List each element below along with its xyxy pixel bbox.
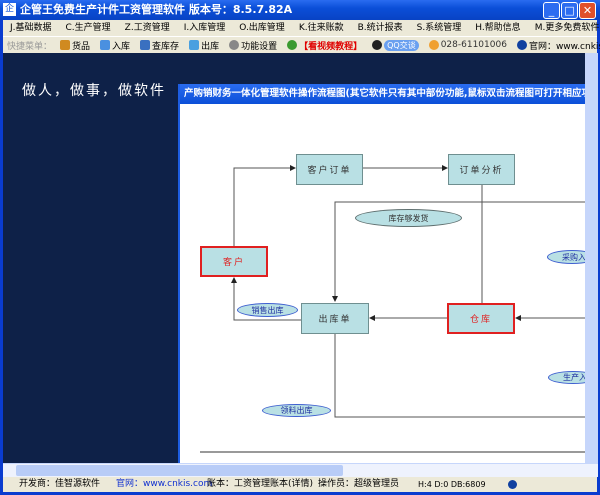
goods-label: 货品 xyxy=(72,41,91,52)
minimize-button[interactable]: _ xyxy=(543,2,560,19)
check-stock-button[interactable]: 查库存 xyxy=(136,39,183,52)
goods-icon xyxy=(60,40,71,50)
menu-bar: J.基础数据 C.生产管理 Z.工资管理 I.入库管理 O.出库管理 K.往来账… xyxy=(3,20,600,36)
chart-icon xyxy=(140,40,151,50)
flowchart-window: 产购销财务一体化管理软件操作流程图(其它软件只有其中部份功能,鼠标双击流程图可打… xyxy=(178,84,587,463)
stock-in-label: 入库 xyxy=(112,41,131,52)
menu-stock-out[interactable]: O.出库管理 xyxy=(239,23,285,33)
customer-order-box[interactable]: 客户订单 xyxy=(296,154,363,185)
menu-production[interactable]: C.生产管理 xyxy=(65,23,111,33)
scroll-thumb[interactable] xyxy=(16,465,343,476)
menu-system[interactable]: S.系统管理 xyxy=(416,23,462,33)
status-bar: 开发商：佳智源软件 官网：www.cnkis.com 账本：工资管理账本(详情)… xyxy=(3,477,597,492)
toolbar: 快捷菜单： 货品 入库 查库存 出库 功能设置 【看视频教程】 QQ交谈 028… xyxy=(3,36,600,53)
globe-icon xyxy=(508,480,517,489)
settings-button[interactable]: 功能设置 xyxy=(225,39,281,52)
check-stock-label: 查库存 xyxy=(152,41,180,52)
window-title: 企管王免费生产计件工资管理软件 版本号：8.5.7.82A xyxy=(20,3,293,16)
menu-help[interactable]: H.帮助信息 xyxy=(475,23,521,33)
menu-stock-in[interactable]: I.入库管理 xyxy=(183,23,226,33)
vertical-scrollbar[interactable] xyxy=(585,53,598,463)
stock-ship-label: 库存够发货 xyxy=(355,209,462,227)
phone-link[interactable]: 028-61101006 xyxy=(425,40,511,50)
stock-in-button[interactable]: 入库 xyxy=(96,39,134,52)
settings-icon xyxy=(229,40,240,50)
slogan: 做人，做事，做软件 xyxy=(22,83,166,99)
arrow-down-icon xyxy=(100,40,111,50)
video-tutorial-label: 【看视频教程】 xyxy=(299,41,363,52)
app-icon: 企 xyxy=(3,3,16,16)
developer-text: 开发商：佳智源软件 xyxy=(19,479,101,489)
website-label: 官网：www.cnkis.com xyxy=(528,41,600,52)
arrow-up-icon xyxy=(189,40,200,50)
maximize-button[interactable]: □ xyxy=(561,2,578,19)
menu-basic-data[interactable]: J.基础数据 xyxy=(10,23,52,33)
order-analysis-box[interactable]: 订单分析 xyxy=(448,154,515,185)
customer-box[interactable]: 客户 xyxy=(200,246,268,277)
qq-chat-button[interactable]: QQ交谈 xyxy=(368,39,423,51)
sales-out-label: 销售出库 xyxy=(237,303,298,317)
phone-label: 028-61101006 xyxy=(440,40,507,50)
material-out-label: 领料出库 xyxy=(262,404,331,417)
qq-chat-label: QQ交谈 xyxy=(384,39,419,51)
menu-accounts[interactable]: K.往来账款 xyxy=(298,23,344,33)
phone-icon xyxy=(428,40,439,50)
menu-more-software[interactable]: M.更多免费软件 xyxy=(534,23,600,33)
settings-label: 功能设置 xyxy=(241,41,278,52)
close-button[interactable]: ✕ xyxy=(579,2,596,19)
stock-out-button[interactable]: 出库 xyxy=(185,39,223,52)
title-bar: 企管王免费生产计件工资管理软件 版本号：8.5.7.82A xyxy=(0,0,600,20)
toolbar-label: 快捷菜单： xyxy=(7,41,53,52)
globe-icon xyxy=(516,40,527,50)
menu-reports[interactable]: B.统计报表 xyxy=(357,23,403,33)
menu-wages[interactable]: Z.工资管理 xyxy=(124,23,170,33)
website-status-link[interactable]: 官网：www.cnkis.com xyxy=(116,479,213,489)
delivery-note-box[interactable]: 出库单 xyxy=(301,303,369,334)
account-text[interactable]: 账本：工资管理账本(详情) xyxy=(207,479,314,489)
stock-out-label: 出库 xyxy=(201,41,220,52)
operator-text: 操作员：超级管理员 xyxy=(318,479,400,489)
video-icon xyxy=(287,40,298,50)
video-tutorial-button[interactable]: 【看视频教程】 xyxy=(283,39,366,52)
flowchart-window-title: 产购销财务一体化管理软件操作流程图(其它软件只有其中部份功能,鼠标双击流程图可打… xyxy=(180,84,587,104)
warehouse-box[interactable]: 仓库 xyxy=(447,303,515,334)
goods-button[interactable]: 货品 xyxy=(56,39,94,52)
horizontal-scrollbar[interactable] xyxy=(3,463,598,477)
counters-text: H:4 D:0 DB:6809 xyxy=(418,480,486,489)
qq-icon xyxy=(372,40,383,50)
website-link[interactable]: 官网：www.cnkis.com xyxy=(513,39,600,52)
